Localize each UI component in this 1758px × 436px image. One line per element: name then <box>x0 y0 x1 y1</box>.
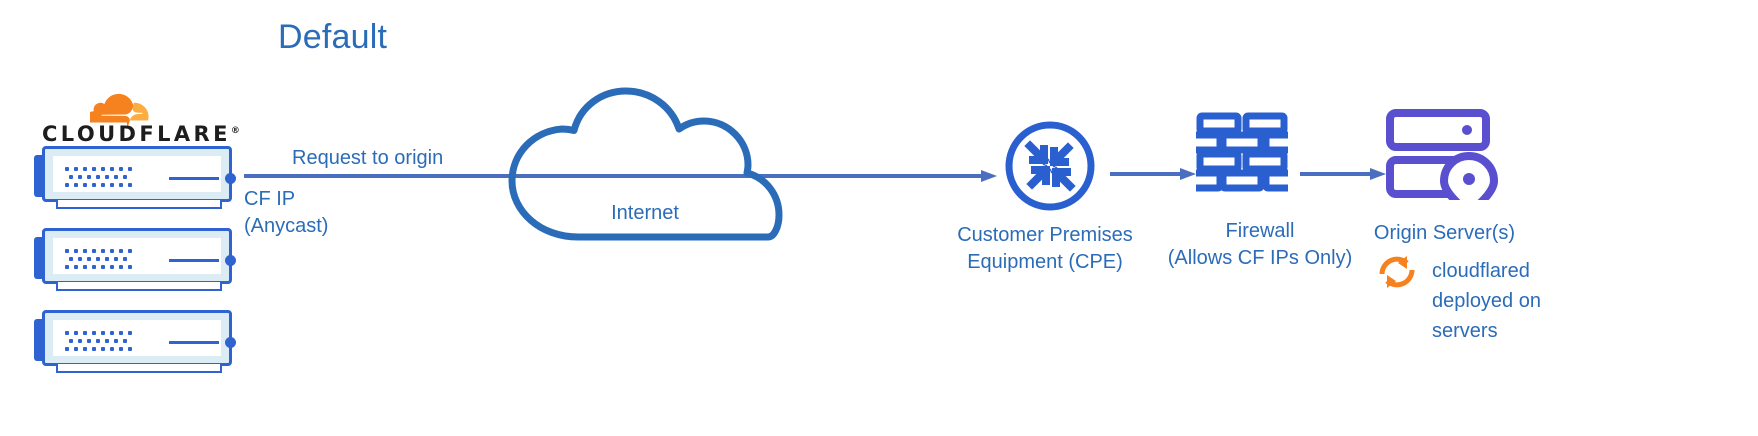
brick-wall-icon <box>1178 112 1308 192</box>
server-chassis <box>42 146 236 202</box>
cpe-label: Customer Premises Equipment (CPE) <box>920 222 1170 276</box>
server-rack-location-icon <box>1386 108 1502 218</box>
server-base <box>56 200 222 209</box>
cloudflare-logo: CLOUDFLARE® <box>36 88 240 146</box>
request-to-origin-label: Request to origin <box>292 147 444 169</box>
server-chassis <box>42 310 236 366</box>
router-icon <box>1004 120 1096 212</box>
server-panel <box>53 320 236 356</box>
firewall-label-line1: Firewall <box>1225 220 1295 242</box>
cloudflared-label: cloudflared deployed on servers <box>1432 256 1541 346</box>
cpe-label-line2: Equipment (CPE) <box>967 251 1123 273</box>
arrow-head <box>1370 168 1386 180</box>
cloudflared-label-line3: servers <box>1432 320 1498 342</box>
server-panel <box>53 238 236 274</box>
server-base <box>56 282 222 291</box>
cpe-label-line1: Customer Premises <box>957 224 1133 246</box>
server-led <box>225 173 236 184</box>
server-vent-dots <box>65 249 157 273</box>
cloudflare-edge-server-3 <box>34 310 236 373</box>
cpe-to-firewall-arrow <box>1110 168 1200 180</box>
request-to-origin-arrow <box>244 170 1004 182</box>
arrow-shaft <box>1300 172 1372 176</box>
server-base <box>56 364 222 373</box>
cloudflared-label-line2: deployed on <box>1432 290 1541 312</box>
cloudflare-wordmark: CLOUDFLARE® <box>42 122 240 146</box>
internet-cloud-icon <box>500 85 790 245</box>
server-led <box>225 255 236 266</box>
server-led <box>225 337 236 348</box>
server-chassis <box>42 228 236 284</box>
internet-label: Internet <box>611 202 679 224</box>
registered-mark: ® <box>230 126 240 136</box>
server-vent-dots <box>65 331 157 355</box>
cloudflare-edge-server-1 <box>34 146 236 209</box>
server-indicator-line <box>169 259 219 262</box>
server-indicator-line <box>169 341 219 344</box>
page-title: Default <box>278 18 388 56</box>
firewall-label-line2: (Allows CF IPs Only) <box>1167 247 1353 269</box>
firewall-to-origin-arrow <box>1300 168 1390 180</box>
server-panel <box>53 156 236 192</box>
origin-server-label: Origin Server(s) <box>1373 222 1516 244</box>
arrow-shaft <box>1110 172 1182 176</box>
server-indicator-line <box>169 177 219 180</box>
cloudflared-label-line1: cloudflared <box>1432 260 1530 282</box>
cloudflare-edge-server-2 <box>34 228 236 291</box>
cf-ip-label-line1: CF IP <box>244 188 296 210</box>
arrow-shaft <box>244 174 984 178</box>
arrow-head <box>981 170 997 182</box>
firewall-label: Firewall (Allows CF IPs Only) <box>1140 218 1380 272</box>
refresh-circular-arrows-icon <box>1374 252 1420 292</box>
cloudflare-cloud-logo-icon <box>90 93 149 128</box>
cf-ip-label: CF IP (Anycast) <box>244 186 328 240</box>
arrow-head <box>1180 168 1196 180</box>
server-vent-dots <box>65 167 157 191</box>
cf-ip-label-line2: (Anycast) <box>244 215 329 237</box>
